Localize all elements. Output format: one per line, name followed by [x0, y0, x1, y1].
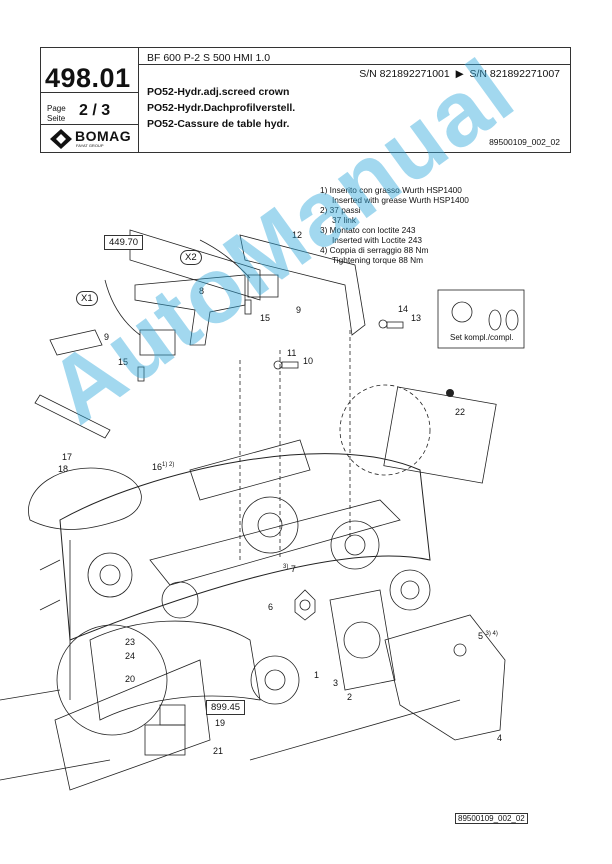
callout-5: 5 3) 4) — [478, 631, 498, 641]
serial-range: S/N 821892271001 ▶ S/N 821892271007 — [359, 68, 560, 80]
callout-24: 24 — [125, 651, 136, 661]
brand-name: BOMAG — [75, 128, 132, 144]
callout-9: 9 — [104, 332, 110, 342]
page-value: 2 / 3 — [79, 102, 111, 119]
set-kit-label: Set kompl./compl. — [450, 333, 514, 342]
callout-15: 15 — [260, 313, 271, 323]
callout-18: 18 — [58, 464, 69, 474]
brand-sub: FAYAT GROUP — [76, 143, 104, 148]
connector-x1: X1 — [76, 291, 98, 306]
callout-7: 3) 7 — [283, 564, 296, 574]
callout-19: 19 — [215, 718, 226, 728]
connector-x2: X2 — [180, 250, 202, 265]
title-fr: PO52-Cassure de table hydr. — [147, 118, 290, 130]
callout-3: 3 — [333, 678, 339, 688]
callout-12: 12 — [292, 230, 303, 240]
model-name: BF 600 P-2 S 500 HMI 1.0 — [147, 52, 271, 64]
callout-21: 21 — [213, 746, 224, 756]
bomag-logo-icon — [50, 129, 72, 149]
assembly-notes: 1) Inserito con grasso Wurth HSP1400 Ins… — [320, 185, 469, 265]
callout-23: 23 — [125, 637, 136, 647]
footer-reference: 89500109_002_02 — [455, 813, 528, 824]
header-rule — [41, 124, 138, 125]
callout-13: 13 — [411, 313, 422, 323]
callout-16: 161) 2) — [152, 462, 175, 472]
callout-11: 11 — [287, 348, 297, 358]
callout-8: 8 — [199, 286, 205, 296]
callout-20: 20 — [125, 674, 136, 684]
callout-15: 15 — [118, 357, 129, 367]
header-divider — [138, 48, 139, 152]
callout-14: 14 — [398, 304, 409, 314]
header-rule — [41, 92, 138, 93]
title-de: PO52-Hydr.Dachprofilverstell. — [147, 102, 296, 114]
callout-1: 1 — [314, 670, 320, 680]
doc-reference: 89500109_002_02 — [489, 137, 560, 147]
ref-box-899: 899.45 — [206, 700, 246, 715]
page-number: 498.01 — [45, 63, 131, 93]
callout-6: 6 — [268, 602, 274, 612]
callout-17: 17 — [62, 452, 73, 462]
title-en: PO52-Hydr.adj.screed crown — [147, 86, 290, 98]
callout-10: 10 — [303, 356, 314, 366]
header-rule — [138, 64, 570, 65]
bomag-logo: BOMAG FAYAT GROUP — [45, 128, 135, 150]
callout-2: 2 — [347, 692, 353, 702]
ref-box-449: 449.70 — [104, 235, 144, 250]
callout-22: 22 — [455, 407, 466, 417]
callout-4: 4 — [497, 733, 503, 743]
callout-9: 9 — [296, 305, 302, 315]
